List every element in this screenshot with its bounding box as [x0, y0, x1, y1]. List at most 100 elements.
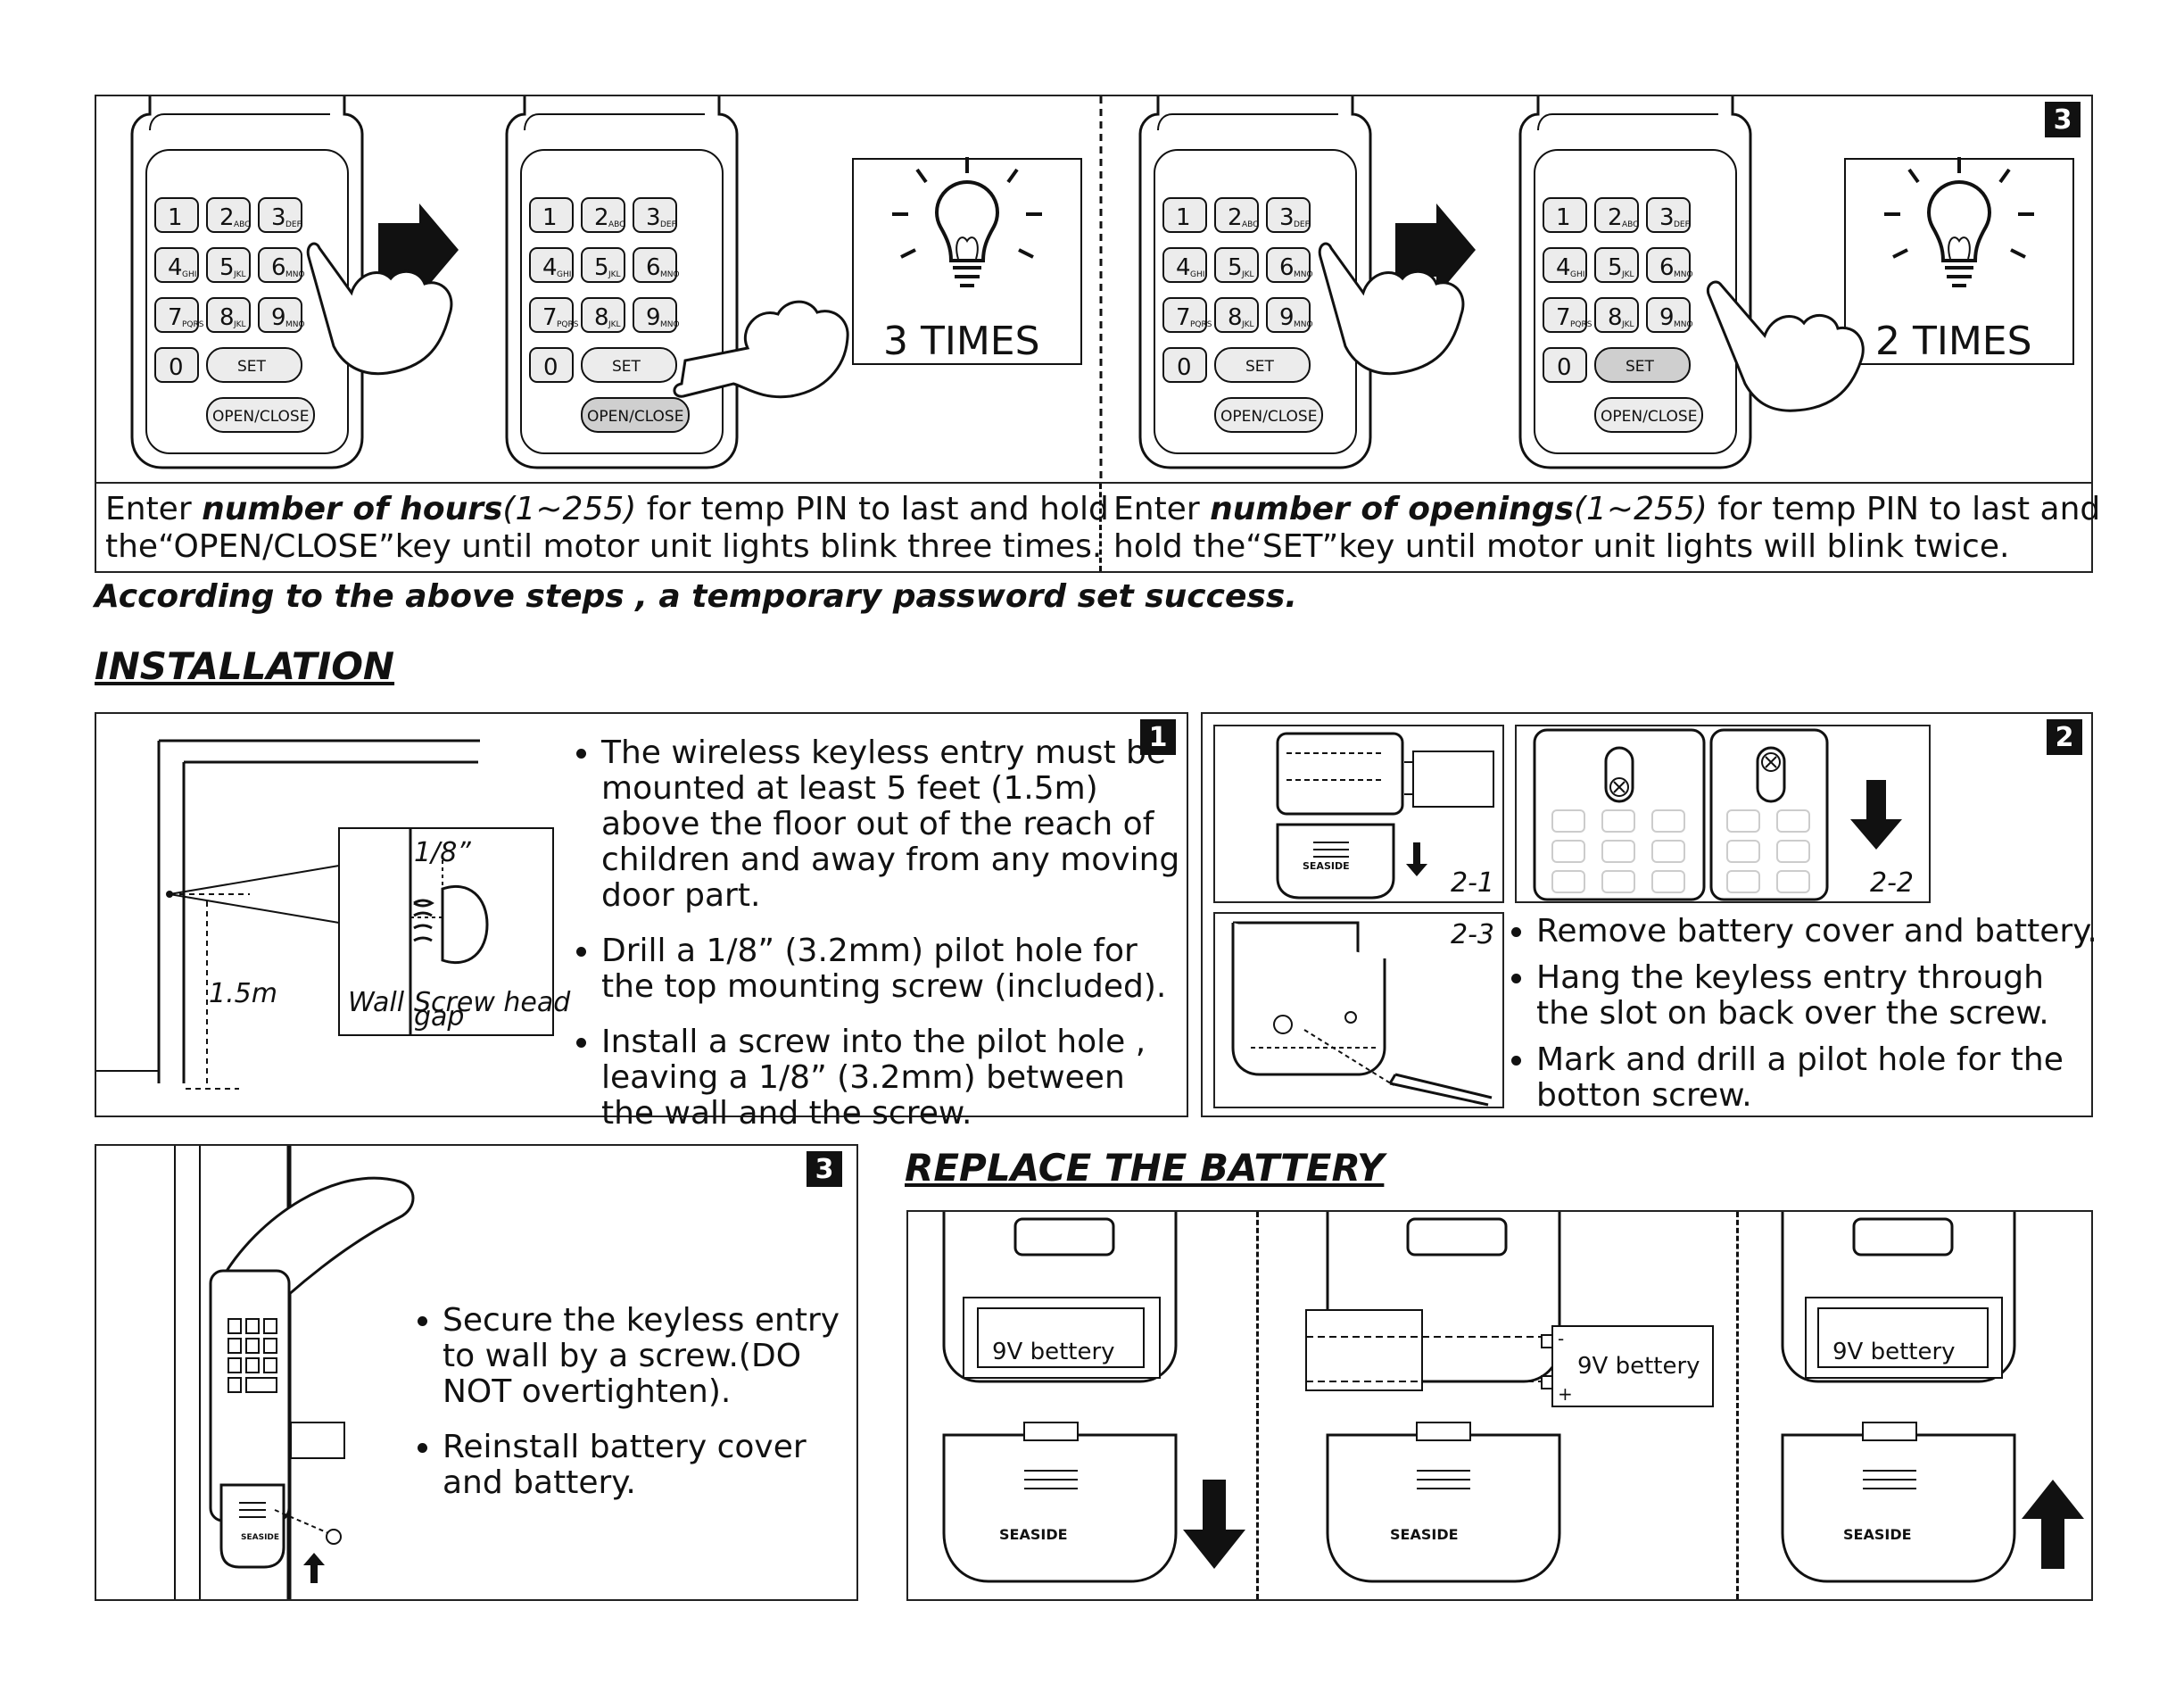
- svg-text:PQRS: PQRS: [182, 320, 204, 329]
- pointing-hand-icon: [673, 300, 849, 399]
- svg-text:4: 4: [168, 254, 183, 281]
- brand-label: SEASIDE: [999, 1526, 1068, 1543]
- svg-text:MNO: MNO: [1674, 270, 1693, 279]
- svg-text:2: 2: [1228, 204, 1243, 231]
- svg-text:DEF: DEF: [660, 220, 676, 229]
- gap-word-label: gap: [414, 1001, 465, 1033]
- svg-text:MNO: MNO: [285, 270, 305, 279]
- svg-text:1: 1: [1176, 204, 1191, 231]
- svg-text:OPEN/CLOSE: OPEN/CLOSE: [1601, 408, 1697, 426]
- figure-2-2: 2-2: [1515, 725, 1931, 903]
- svg-text:OPEN/CLOSE: OPEN/CLOSE: [1220, 408, 1317, 426]
- instruction-item: The wireless keyless entry must be mount…: [601, 735, 1183, 914]
- svg-text:DEF: DEF: [1674, 220, 1690, 229]
- success-note: According to the above steps , a tempora…: [95, 578, 1297, 615]
- brand-label: SEASIDE: [1390, 1526, 1459, 1543]
- installation-heading: INSTALLATION: [95, 644, 395, 688]
- gap-label: 1/8”: [414, 837, 471, 868]
- step-badge: 3: [2045, 102, 2081, 137]
- keypad-key-set: SET: [206, 347, 302, 383]
- svg-text:ABC: ABC: [234, 220, 250, 229]
- figure-label: 2-2: [1870, 867, 1914, 899]
- svg-text:1: 1: [1556, 204, 1571, 231]
- svg-text:JKL: JKL: [608, 270, 621, 279]
- pointing-hand-icon: [1707, 280, 1865, 412]
- svg-text:JKL: JKL: [608, 320, 621, 329]
- instruction-item: Install a screw into the pilot hole , le…: [601, 1024, 1183, 1132]
- pointing-hand-icon: [1318, 242, 1465, 376]
- brand-label: SEASIDE: [1843, 1526, 1912, 1543]
- svg-text:8: 8: [1608, 304, 1623, 331]
- step2-instructions: Remove battery cover and battery. Hang t…: [1506, 914, 2097, 1124]
- svg-text:0: 0: [1557, 354, 1572, 381]
- figure-label: 2-3: [1451, 919, 1494, 950]
- instruction-item: Remove battery cover and battery.: [1536, 914, 2097, 950]
- svg-text:7: 7: [1176, 304, 1191, 331]
- step-badge: 1: [1140, 719, 1176, 755]
- battery-heading: REPLACE THE BATTERY: [905, 1146, 1385, 1190]
- svg-text:MNO: MNO: [660, 320, 680, 329]
- instruction-item: Hang the keyless entry through the slot …: [1536, 960, 2095, 1032]
- battery-swap-step: [1305, 1212, 1714, 1583]
- keypad-key-open-close: OPEN/CLOSE: [581, 397, 690, 433]
- mounting-height-diagram: [96, 739, 554, 1090]
- install-step-3: SEASIDE Secure the keyless entry to wall…: [95, 1144, 858, 1601]
- arrow-down-icon: [1183, 1480, 1245, 1569]
- keypad-key-1: 1: [1162, 197, 1207, 233]
- svg-text:3: 3: [646, 204, 661, 231]
- svg-text:0: 0: [1177, 354, 1192, 381]
- keypad-key-set: SET: [581, 347, 677, 383]
- svg-text:GHI: GHI: [557, 270, 571, 279]
- svg-text:9: 9: [1279, 304, 1295, 331]
- svg-text:0: 0: [169, 354, 184, 381]
- svg-text:8: 8: [219, 304, 235, 331]
- step1-instructions: The wireless keyless entry must be mount…: [567, 735, 1183, 1151]
- keypad-key-set: SET: [1594, 347, 1691, 383]
- svg-text:8: 8: [594, 304, 609, 331]
- light-bulb-icon: [892, 157, 1042, 287]
- svg-text:SET: SET: [612, 358, 641, 376]
- figure-2-3: 2-3: [1213, 912, 1504, 1108]
- times-label-left: 3 TIMES: [883, 319, 1040, 364]
- height-label: 1.5m: [209, 978, 277, 1009]
- svg-text:4: 4: [1176, 254, 1191, 281]
- svg-text:ABC: ABC: [1622, 220, 1638, 229]
- svg-text:PQRS: PQRS: [1570, 320, 1592, 329]
- svg-text:PQRS: PQRS: [1190, 320, 1212, 329]
- battery-replacement-panel: 9V bettery 9V bettery 9V bettery - + SEA…: [906, 1210, 2093, 1601]
- hang-keypad-figure: [1533, 728, 1902, 901]
- caption-hours: Enter number of hours(1~255) for temp PI…: [105, 491, 1109, 565]
- mark-pilot-hole-figure: [1231, 921, 1493, 1107]
- instruction-item: Secure the keyless entry to wall by a sc…: [443, 1303, 855, 1410]
- svg-text:3: 3: [1279, 204, 1295, 231]
- keypad-key-0: 0: [1543, 347, 1587, 383]
- keypad-key-open-close: OPEN/CLOSE: [206, 397, 315, 433]
- svg-text:DEF: DEF: [285, 220, 302, 229]
- svg-text:7: 7: [1556, 304, 1571, 331]
- battery-label: 9V bettery: [1832, 1339, 1956, 1365]
- svg-text:5: 5: [219, 254, 235, 281]
- battery-plus-sign: +: [1558, 1383, 1573, 1405]
